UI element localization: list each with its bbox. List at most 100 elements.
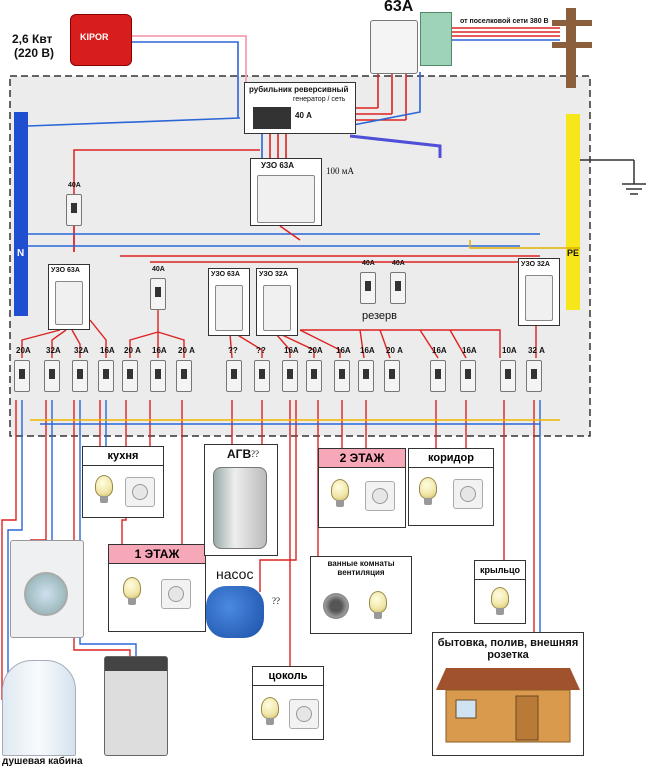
breaker-40a-mid	[150, 278, 166, 310]
grid-label: от поселковой сети 380 В	[460, 18, 549, 25]
rcd-current-label: 100 мА	[326, 166, 354, 176]
corridor-title: коридор	[409, 449, 493, 468]
transfer-switch-subtitle: генератор / сеть	[293, 96, 346, 103]
floor2-box: 2 ЭТАЖ	[318, 448, 406, 528]
row-breaker-label: 16А	[360, 346, 375, 355]
bathrooms-box: ванные комнаты вентиляция	[310, 556, 412, 634]
row-breaker-label: ??	[228, 346, 238, 355]
porch-title: крыльцо	[475, 561, 525, 580]
water-heater-image	[213, 467, 267, 549]
plinth-title: цоколь	[253, 667, 323, 686]
breaker-40a-reserve1-label: 40А	[362, 260, 375, 267]
breaker-40a-left-label: 40А	[68, 182, 81, 189]
kitchen-title: кухня	[83, 447, 163, 466]
shed-box: бытовка, полив, внешняя розетка	[432, 632, 584, 756]
row-breaker-label: 16А	[284, 346, 299, 355]
row-breaker	[430, 360, 446, 392]
row-breaker-label: 20 А	[178, 346, 195, 355]
pump-image	[206, 586, 264, 638]
corridor-box: коридор	[408, 448, 494, 526]
main-breaker-image	[370, 20, 418, 74]
breaker-40a-reserve2-label: 40А	[392, 260, 405, 267]
row-breaker-label: 32 А	[528, 346, 545, 355]
bathrooms-bulb-icon	[369, 591, 387, 619]
rcd-mid1-label: УЗО 63А	[211, 271, 240, 278]
pump-label: насос	[216, 566, 254, 582]
floor1-bulb-icon	[123, 577, 141, 605]
row-breaker	[358, 360, 374, 392]
row-breaker-label: 20 А	[124, 346, 141, 355]
transfer-switch: рубильник реверсивный генератор / сеть 4…	[244, 82, 356, 134]
row-breaker	[282, 360, 298, 392]
washing-machine-door	[24, 572, 68, 616]
row-breaker	[460, 360, 476, 392]
generator-power: 2,6 Квт	[12, 32, 53, 46]
grid-wires	[336, 27, 560, 121]
floor1-socket-icon	[161, 579, 191, 609]
transfer-switch-rating: 40 А	[295, 111, 312, 120]
row-breaker	[384, 360, 400, 392]
rcd-right-label: УЗО 32А	[521, 261, 550, 268]
breaker-40a-left	[66, 194, 82, 226]
row-breaker	[526, 360, 542, 392]
shower-label: душевая кабина	[2, 756, 83, 767]
row-breaker-label: 20 А	[386, 346, 403, 355]
reserve-label: резерв	[362, 310, 397, 322]
row-breaker	[150, 360, 166, 392]
plinth-box: цоколь	[252, 666, 324, 740]
floor1-title: 1 ЭТАЖ	[109, 545, 205, 564]
generator-voltage: (220 В)	[14, 46, 55, 60]
meter-image	[420, 12, 452, 66]
floor2-title: 2 ЭТАЖ	[319, 449, 405, 468]
fan-icon	[323, 593, 349, 619]
row-breaker-label: ??	[256, 346, 266, 355]
corridor-socket-icon	[453, 479, 483, 509]
floor2-bulb-icon	[331, 479, 349, 507]
generator-brand: KIPOR	[80, 32, 109, 42]
row-breaker	[176, 360, 192, 392]
row-breaker-label: 20А	[308, 346, 323, 355]
porch-box: крыльцо	[474, 560, 526, 624]
row-breaker-label: 16А	[152, 346, 167, 355]
stove-image	[104, 656, 168, 756]
shower-cabin-image	[2, 660, 76, 756]
corridor-bulb-icon	[419, 477, 437, 505]
row-breaker	[226, 360, 242, 392]
row-breaker	[14, 360, 30, 392]
row-breaker-label: 16А	[462, 346, 477, 355]
row-breaker-label: 32А	[46, 346, 61, 355]
transfer-switch-device	[253, 107, 291, 129]
row-breaker-label: 10А	[502, 346, 517, 355]
kitchen-socket-icon	[125, 477, 155, 507]
main-breaker-label: 63A	[384, 0, 414, 15]
ground-symbol	[580, 159, 646, 195]
agv-title: АГВ	[227, 447, 252, 461]
row-breaker	[122, 360, 138, 392]
breaker-40a-reserve2	[390, 272, 406, 304]
earth-busbar	[566, 114, 580, 310]
kitchen-box: кухня	[82, 446, 164, 518]
row-breaker-label: 32А	[74, 346, 89, 355]
row-breaker	[500, 360, 516, 392]
rcd-right: УЗО 32А	[518, 258, 560, 326]
row-breaker-label: 16А	[336, 346, 351, 355]
row-breaker-label: 20А	[16, 346, 31, 355]
floor1-box: 1 ЭТАЖ	[108, 544, 206, 632]
neutral-busbar	[14, 112, 28, 316]
rcd-left: УЗО 63А	[48, 264, 90, 330]
row-breaker-label: 16А	[432, 346, 447, 355]
row-breaker-label: 16А	[100, 346, 115, 355]
earth-label: PE	[567, 248, 580, 258]
rcd-mid1: УЗО 63А	[208, 268, 250, 336]
rcd-mid2-label: УЗО 32А	[259, 271, 288, 278]
shed-title: бытовка, полив, внешняя розетка	[437, 637, 579, 661]
row-breaker	[254, 360, 270, 392]
pump-question: ??	[272, 596, 280, 606]
row-breaker	[72, 360, 88, 392]
agv-box: АГВ ??	[204, 444, 278, 556]
kitchen-bulb-icon	[95, 475, 113, 503]
porch-bulb-icon	[491, 587, 509, 615]
generator-image	[70, 14, 132, 66]
main-rcd: УЗО 63А	[250, 158, 322, 226]
transfer-switch-title: рубильник реверсивный	[249, 85, 349, 94]
